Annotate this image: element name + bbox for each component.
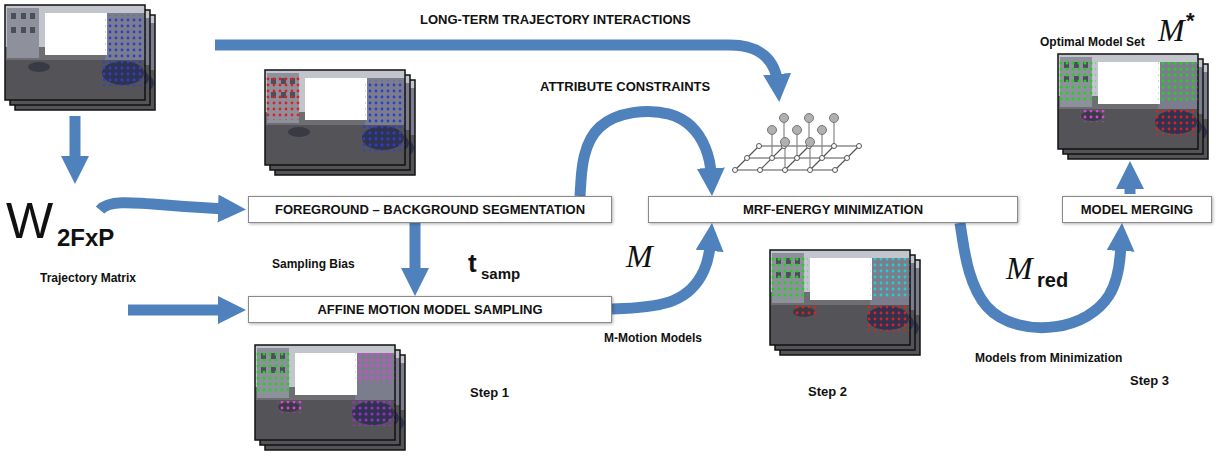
step-label: Step 3 <box>1130 374 1169 387</box>
mrf-graph-icon <box>733 114 862 173</box>
frame-stack <box>255 345 405 450</box>
caption-label: Optimal Model Set <box>1040 36 1145 48</box>
trajectory-dots <box>101 61 145 86</box>
frame-stack <box>265 70 415 175</box>
caption-label: M-Motion Models <box>604 332 702 344</box>
subscript: red <box>1037 270 1068 290</box>
flow-arrow <box>410 223 421 280</box>
process-box: FOREGROUND – BACKGROUND SEGMENTATION <box>248 196 612 223</box>
flow-arrow <box>1125 177 1136 194</box>
flow-arrow <box>580 111 711 196</box>
process-box: MRF-ENERGY MINIMIZATION <box>648 196 1018 223</box>
superscript: * <box>1186 10 1195 32</box>
trajectory-dots <box>365 80 405 125</box>
subscript: 2FxP <box>57 226 114 250</box>
trajectory-dots <box>105 15 145 60</box>
flow-arrow <box>128 305 230 316</box>
arrow-label: LONG-TERM TRAJECTORY INTERACTIONS <box>420 13 691 26</box>
flow-arrow <box>70 116 81 168</box>
matrix-symbol: W <box>6 196 53 246</box>
model-set-symbol: M <box>626 240 653 272</box>
flow-arrow <box>100 203 230 210</box>
box-label: MODEL MERGING <box>1081 202 1193 218</box>
step-label: Step 2 <box>808 385 847 398</box>
flow-arrow <box>960 223 1121 328</box>
flow-arrow <box>612 239 711 309</box>
trajectory-dots <box>1154 110 1198 135</box>
trajectory-dots <box>1158 62 1198 102</box>
trajectory-dots <box>866 306 910 331</box>
box-label: AFFINE MOTION MODEL SAMPLING <box>317 302 542 318</box>
trajectory-dots <box>1058 59 1096 104</box>
arrow-label: ATTRIBUTE CONSTRAINTS <box>540 80 710 93</box>
caption-label: Sampling Bias <box>272 258 355 270</box>
model-set-symbol: M <box>1006 252 1033 284</box>
trajectory-dots <box>361 126 405 151</box>
trajectory-dots <box>870 258 910 298</box>
frame-stack <box>1058 54 1208 159</box>
trajectory-dots <box>770 255 808 300</box>
trajectory-dots <box>351 401 395 426</box>
caption-label: Models from Minimization <box>975 352 1122 364</box>
process-box: MODEL MERGING <box>1062 196 1212 223</box>
caption-label: Trajectory Matrix <box>40 272 136 284</box>
trajectory-dots <box>1080 110 1106 122</box>
box-label: MRF-ENERGY MINIMIZATION <box>743 202 923 218</box>
subscript: samp <box>481 266 520 281</box>
trajectory-dots <box>265 75 301 120</box>
process-box: AFFINE MOTION MODEL SAMPLING <box>248 296 612 323</box>
step-label: Step 1 <box>470 386 509 399</box>
frame-stack <box>770 250 920 355</box>
trajectory-dots <box>355 353 395 383</box>
frame-stack <box>5 5 155 110</box>
trajectory-dots <box>255 350 291 395</box>
box-label: FOREGROUND – BACKGROUND SEGMENTATION <box>275 202 585 218</box>
model-set-symbol: M <box>1158 14 1185 46</box>
threshold-symbol: t <box>468 250 477 276</box>
trajectory-dots <box>792 306 818 318</box>
trajectory-dots <box>277 401 303 413</box>
